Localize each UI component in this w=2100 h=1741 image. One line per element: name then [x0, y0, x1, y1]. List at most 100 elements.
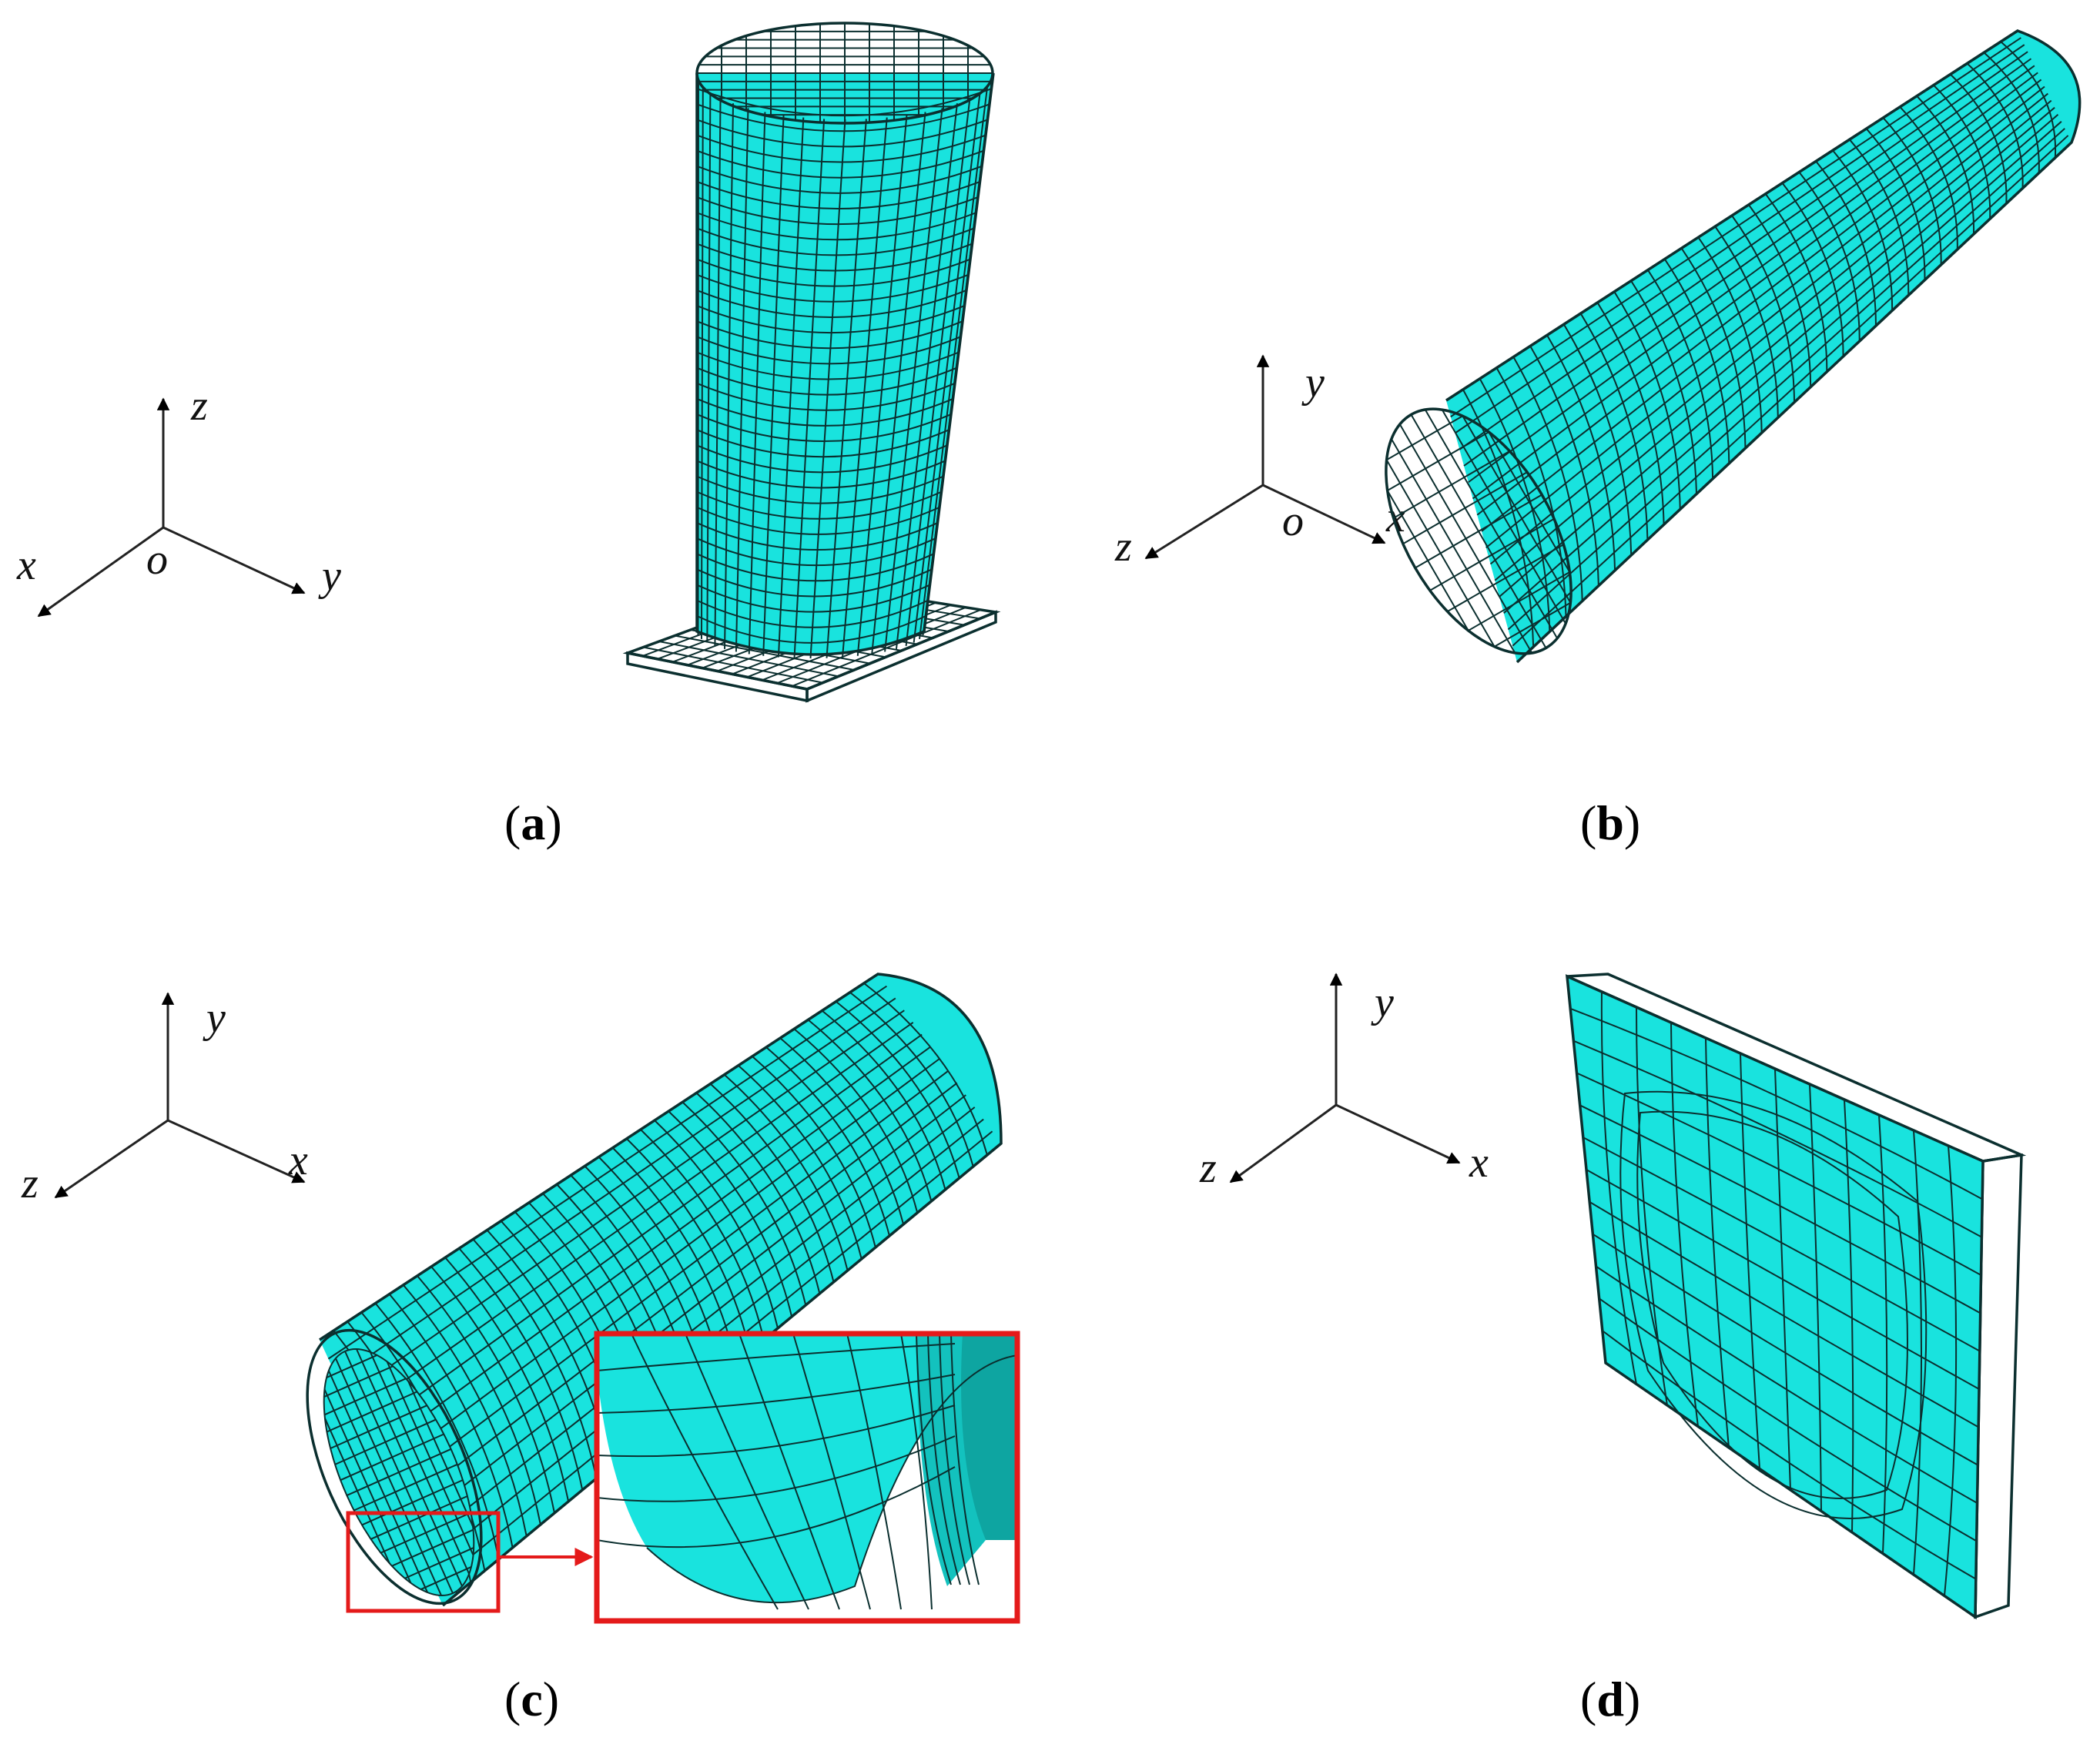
axis-triad-a: z x y o	[16, 382, 341, 618]
mesh-line	[597, 1374, 956, 1414]
axis-triad-d: y z x	[1199, 973, 1489, 1192]
mesh-line	[1602, 1330, 1977, 1580]
mesh-line	[1485, 92, 2049, 549]
mesh-line	[640, 1129, 765, 1341]
mesh-line	[696, 181, 980, 209]
mesh-line	[696, 196, 979, 226]
mesh-line	[1503, 121, 2062, 614]
mesh-line	[334, 1418, 437, 1465]
mesh-line	[939, 1334, 970, 1585]
mesh-line	[1494, 601, 1571, 648]
mesh-line	[2000, 41, 2057, 158]
mesh-line	[444, 1257, 570, 1502]
mesh-line	[696, 336, 961, 365]
mesh-line	[739, 1334, 840, 1610]
mesh-line	[353, 1463, 458, 1512]
mesh-line	[696, 429, 950, 458]
mesh-line	[1878, 1114, 1888, 1554]
axis-a-right	[162, 526, 306, 594]
mesh-line	[1865, 128, 1926, 280]
mesh-line	[1966, 62, 2024, 189]
mesh-line	[1507, 128, 2065, 631]
mesh-line	[696, 351, 960, 380]
axis-b-right	[1262, 484, 1386, 544]
rod-mesh	[1385, 29, 2082, 664]
zoom-frame	[594, 1331, 1020, 1624]
mesh-line	[696, 490, 942, 520]
mesh-line	[597, 1343, 956, 1371]
mesh-line	[1849, 139, 1910, 296]
axis-triad-b: y z x o	[1114, 354, 1405, 571]
mesh-line	[950, 1334, 980, 1585]
mesh-line	[846, 1334, 902, 1610]
mesh-line	[1472, 72, 2038, 500]
mesh-line	[696, 553, 934, 582]
mesh-line	[709, 1083, 835, 1283]
axis-b-up-label: y	[1301, 359, 1325, 407]
mesh-line	[696, 522, 938, 551]
mesh-line	[792, 608, 981, 688]
mesh-line	[884, 108, 943, 652]
mesh-line	[1748, 204, 1812, 387]
mesh-line	[1529, 345, 1599, 586]
axis-c-up-label: y	[203, 994, 226, 1042]
mesh-line	[916, 1334, 952, 1585]
mesh-line	[1512, 135, 2069, 647]
mesh-line	[374, 1302, 500, 1560]
mesh-line	[1489, 99, 2052, 565]
mesh-line	[388, 1293, 514, 1548]
mesh-line	[597, 1435, 956, 1502]
axis-c-right-label: x	[288, 1137, 308, 1184]
mesh-line	[1599, 1297, 1978, 1542]
mesh-line	[370, 1495, 468, 1540]
plate-mesh	[1565, 973, 2027, 1620]
axis-b-left-label: z	[1114, 523, 1132, 571]
mesh-line	[696, 382, 956, 411]
axis-d-right	[1335, 1103, 1461, 1164]
mesh-line	[695, 1092, 821, 1294]
mesh-line	[696, 320, 963, 350]
mesh-line	[724, 103, 735, 649]
panel-b: y z x o (b)	[1114, 29, 2082, 850]
mesh-line	[752, 1056, 876, 1248]
mesh-line	[777, 117, 805, 658]
mesh-line	[696, 119, 988, 148]
mesh-line	[1562, 323, 1633, 556]
panel-d: y z x (d)	[1199, 973, 2027, 1726]
mesh-line	[927, 1334, 961, 1585]
mesh-line	[337, 997, 896, 1379]
mesh-line	[696, 165, 983, 194]
mesh-line	[706, 92, 712, 643]
mesh-line	[1579, 313, 1649, 541]
mesh-line	[1933, 84, 1991, 219]
mesh-line	[346, 1448, 452, 1497]
mesh-line	[1798, 171, 1861, 342]
mesh-line	[696, 444, 948, 474]
mesh-line	[1488, 431, 1571, 573]
mesh-line	[1714, 226, 1779, 418]
mesh-line	[1546, 334, 1616, 571]
mesh-line	[646, 1354, 1017, 1604]
zoom-callout	[346, 1331, 1020, 1624]
mesh-line	[402, 1284, 528, 1537]
mesh-line	[696, 103, 990, 132]
mesh-line	[1913, 1130, 1922, 1575]
mesh-line	[900, 1334, 933, 1610]
mesh-line	[1899, 106, 1958, 249]
axis-a-origin-label: o	[146, 536, 168, 584]
mesh-line	[696, 273, 969, 303]
mesh-line	[1613, 291, 1681, 510]
mesh-line	[363, 1033, 923, 1436]
mesh-line	[1481, 85, 2045, 532]
mesh-line	[1512, 357, 1583, 601]
column-mesh	[695, 22, 995, 659]
axis-a-left-label: x	[16, 541, 36, 589]
mesh-line	[1592, 1233, 1978, 1466]
mesh-line	[871, 112, 926, 655]
mesh-line	[597, 1466, 956, 1548]
mesh-line	[472, 1238, 598, 1479]
mesh-line	[1731, 215, 1795, 403]
mesh-line	[404, 1547, 474, 1579]
mesh-line	[1494, 106, 2055, 581]
